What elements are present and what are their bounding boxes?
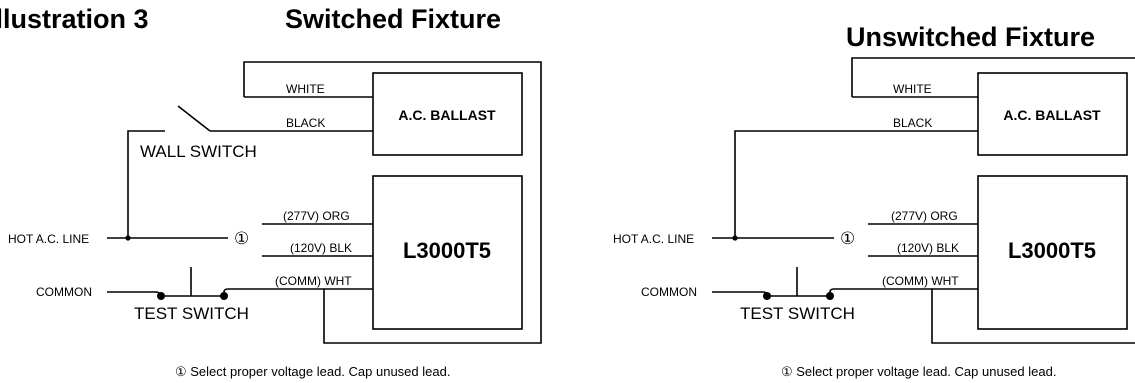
unswitched-title: Unswitched Fixture [846, 22, 1095, 52]
switched-marker: ① [234, 229, 249, 248]
unswitched-note: ① Select proper voltage lead. Cap unused… [781, 364, 1056, 379]
switched-hot-riser [127, 130, 165, 238]
unswitched-marker: ① [840, 229, 855, 248]
unswitched-common-wire [712, 291, 768, 297]
wall-switch-label: WALL SWITCH [140, 142, 257, 161]
unswitched-black-wire [734, 130, 978, 238]
switched-lead-120-label: (120V) BLK [290, 241, 352, 255]
switched-ballast-box [372, 72, 523, 156]
unswitched-ballast-box [977, 72, 1128, 156]
unswitched-hot-line-label: HOT A.C. LINE [613, 232, 694, 246]
switched-product-label: L3000T5 [403, 238, 491, 263]
switched-common-wire [107, 291, 161, 298]
switched-test-switch-label: TEST SWITCH [134, 304, 249, 323]
figure-label: Illustration 3 [0, 4, 149, 34]
switched-white-label: WHITE [286, 82, 325, 96]
switched-common-label: COMMON [36, 285, 92, 299]
unswitched-hot-junction-dot [732, 235, 738, 241]
switched-hot-line-label: HOT A.C. LINE [8, 232, 89, 246]
unswitched-lead-120-label: (120V) BLK [897, 241, 959, 255]
switched-hot-junction-dot [125, 235, 131, 241]
unswitched-comm-wire [829, 288, 932, 296]
unswitched-common-label: COMMON [641, 285, 697, 299]
switched-comm-wire [223, 288, 324, 296]
unswitched-bottom-return [931, 288, 1135, 344]
switched-l3000t5-box [372, 175, 523, 330]
unswitched-test-switch-label: TEST SWITCH [740, 304, 855, 323]
switched-ballast-label: A.C. BALLAST [398, 107, 496, 123]
unswitched-product-label: L3000T5 [1008, 238, 1096, 263]
switched-black-label: BLACK [286, 116, 325, 130]
switched-fixture-diagram: Switched Fixture WHITE BLACK A.C. BALLAS… [8, 4, 542, 379]
wall-switch-blade [177, 105, 211, 132]
unswitched-return-wire [851, 57, 1135, 97]
unswitched-black-label: BLACK [893, 116, 932, 130]
unswitched-l3000t5-box [977, 175, 1128, 330]
unswitched-lead-277-label: (277V) ORG [891, 209, 958, 223]
unswitched-fixture-diagram: Unswitched Fixture WHITE BLACK A.C. BALL… [613, 22, 1135, 379]
unswitched-lead-comm-label: (COMM) WHT [882, 274, 959, 288]
switched-note: ① Select proper voltage lead. Cap unused… [175, 364, 450, 379]
unswitched-white-label: WHITE [893, 82, 932, 96]
switched-lead-277-label: (277V) ORG [283, 209, 350, 223]
unswitched-ballast-label: A.C. BALLAST [1003, 107, 1101, 123]
switched-title: Switched Fixture [285, 4, 501, 34]
switched-lead-comm-label: (COMM) WHT [275, 274, 352, 288]
